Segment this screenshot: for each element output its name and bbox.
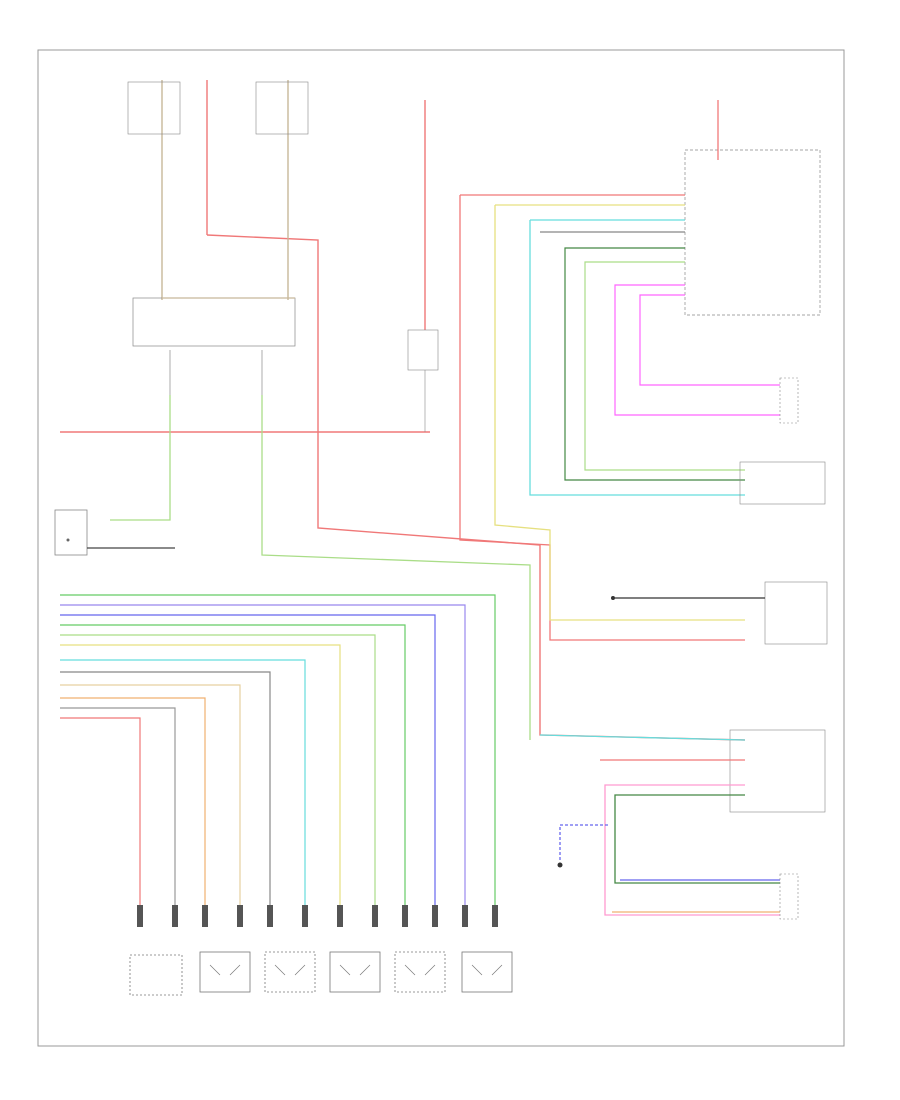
actuator-motor-marks [209, 964, 503, 976]
ground-point-blower [611, 596, 615, 600]
center-splice-group [407, 329, 439, 432]
ac-pressure-transducer [739, 461, 826, 505]
bus-3-blue [60, 614, 436, 905]
bus-5-lightgreen [60, 634, 376, 905]
fuse-box-1 [127, 81, 181, 135]
sensor-node [66, 538, 70, 542]
device-evap-sensor [129, 954, 183, 996]
blower-motor [764, 581, 828, 645]
conn-12 [492, 905, 498, 927]
device-actuator-2 [264, 951, 316, 993]
bus-1-green [60, 594, 496, 905]
in-lightgreen [584, 261, 745, 471]
top-right-inputs [460, 194, 780, 481]
resistor-sensor [779, 873, 799, 920]
wire-cyan-resistor [539, 734, 746, 741]
device-actuator-4 [394, 951, 446, 993]
wire-ground-splice [559, 824, 610, 860]
conn-5 [267, 905, 273, 927]
wire-fuse-2-route [206, 234, 746, 741]
device-actuator-3 [329, 951, 381, 993]
bus-6-yellow [60, 644, 341, 905]
ground-splice-node [557, 862, 563, 868]
bus-4-green [60, 624, 406, 905]
conn-10 [432, 905, 438, 927]
bus-8-gray [60, 671, 271, 905]
conn-7 [337, 905, 343, 927]
center-relay [407, 329, 439, 371]
bus-2-violet [60, 604, 466, 905]
bottom-bus [60, 594, 496, 905]
in-pink [614, 284, 780, 416]
conn-1 [137, 905, 143, 927]
bus-9-tan [60, 684, 241, 905]
evap-temp-sensor [779, 377, 799, 424]
front-control-module [132, 297, 296, 347]
motor-mark-5 [471, 964, 503, 976]
fuse-feed-group-left [161, 80, 746, 741]
bus-10-orange [60, 697, 206, 905]
diagram-border [37, 49, 845, 1047]
bottom-connectors [137, 905, 498, 927]
conn-9 [402, 905, 408, 927]
ambient-temp-sensor [54, 509, 88, 556]
device-actuator-5 [461, 951, 513, 993]
conn-8 [372, 905, 378, 927]
fcm-internal-contacts [169, 350, 263, 395]
conn-11 [462, 905, 468, 927]
blower-motor-resistor [729, 729, 826, 813]
bus-11-gray [60, 707, 176, 905]
bus-12-red [60, 717, 141, 905]
fuse-box-3 [255, 81, 309, 135]
wire-green-right [261, 395, 531, 740]
wire-cyan-center [529, 220, 745, 496]
conn-2 [172, 905, 178, 927]
top-right-module [684, 149, 821, 316]
conn-4 [237, 905, 243, 927]
conn-3 [202, 905, 208, 927]
device-actuator-1 [199, 951, 251, 993]
bottom-devices [129, 951, 513, 996]
motor-mark-2 [274, 964, 306, 976]
wire-darkgreen-resistor [614, 794, 780, 884]
wire-green-left [110, 395, 171, 521]
in-magenta [639, 294, 780, 386]
conn-6 [302, 905, 308, 927]
wire-pink-resistor [604, 784, 780, 916]
motor-mark-1 [209, 964, 241, 976]
motor-mark-4 [404, 964, 436, 976]
motor-mark-3 [339, 964, 371, 976]
bus-7-cyan [60, 659, 306, 905]
in-darkgreen [564, 247, 745, 481]
wire-yellow-center [494, 205, 745, 621]
